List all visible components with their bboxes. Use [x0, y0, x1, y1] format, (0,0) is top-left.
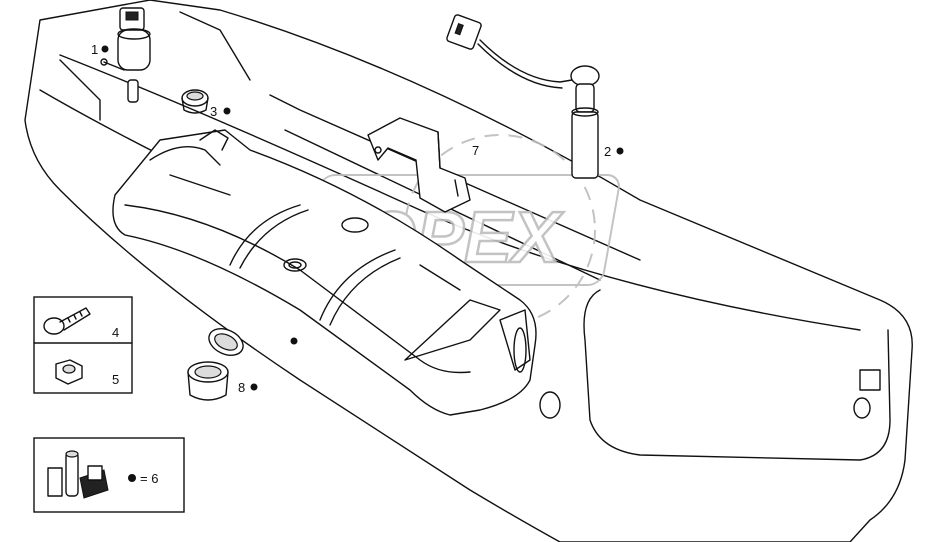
callout-7: 7 — [472, 143, 479, 158]
washer-tank — [112, 129, 537, 416]
kit-inset: = 6 — [33, 437, 185, 513]
nut-part — [55, 359, 83, 385]
callout-2-dot — [616, 147, 624, 155]
callout-8: 8 — [238, 380, 245, 395]
filler-cap-part — [187, 328, 244, 401]
callout-3: 3 — [210, 104, 217, 119]
callout-4: 4 — [112, 325, 119, 340]
callout-5: 5 — [112, 372, 119, 387]
level-sensor-part — [446, 14, 600, 179]
tank-reference-dot — [290, 337, 298, 345]
bolt-part — [43, 307, 91, 335]
callout-1-dot — [101, 45, 109, 53]
callout-1: 1 — [91, 42, 98, 57]
bracket-part — [367, 117, 471, 213]
callout-8-dot — [250, 383, 258, 391]
callout-3-dot — [223, 107, 231, 115]
washer-pump-part — [100, 7, 151, 103]
kit-legend-equals: = 6 — [140, 471, 158, 486]
kit-legend-dot — [128, 474, 136, 482]
fastener-inset — [33, 296, 133, 394]
callout-2: 2 — [604, 144, 611, 159]
grommet-part — [181, 89, 209, 114]
kit-parts-drawing — [47, 450, 109, 499]
